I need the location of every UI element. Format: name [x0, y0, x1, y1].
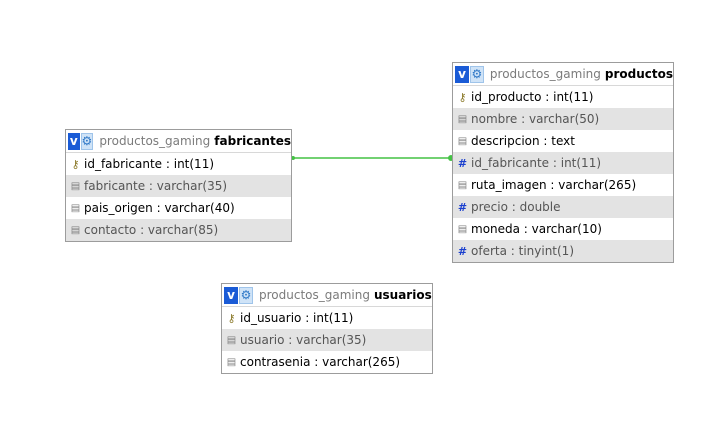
column-label: precio : double: [471, 200, 561, 214]
table-name: usuarios: [373, 288, 432, 302]
database-name: productos_gaming: [489, 67, 601, 81]
column-label: usuario : varchar(35): [240, 333, 367, 347]
column-row[interactable]: ▤ fabricante : varchar(35): [66, 175, 291, 197]
column-row[interactable]: ▤ contrasenia : varchar(265): [222, 351, 432, 373]
table-header[interactable]: v ⚙ productos_gaming fabricantes: [66, 130, 291, 153]
numeric-icon: #: [457, 244, 468, 258]
column-label: id_producto : int(11): [471, 90, 594, 104]
column-label: contacto : varchar(85): [84, 223, 219, 237]
column-row[interactable]: ▤ pais_origen : varchar(40): [66, 197, 291, 219]
column-row[interactable]: ▤ usuario : varchar(35): [222, 329, 432, 351]
table-name: productos: [604, 67, 673, 81]
toggle-v-icon[interactable]: v: [455, 65, 469, 83]
column-row[interactable]: ▤ descripcion : text: [453, 130, 673, 152]
column-label: pais_origen : varchar(40): [84, 201, 235, 215]
key-icon: ⚷: [227, 311, 236, 325]
column-icon: ▤: [457, 135, 468, 147]
gear-icon[interactable]: ⚙: [80, 132, 94, 150]
column-icon: ▤: [70, 224, 81, 236]
column-row[interactable]: ⚷ id_fabricante : int(11): [66, 153, 291, 175]
column-label: id_fabricante : int(11): [84, 157, 215, 171]
column-row[interactable]: ▤ nombre : varchar(50): [453, 108, 673, 130]
numeric-icon: #: [457, 200, 468, 214]
column-label: oferta : tinyint(1): [471, 244, 575, 258]
column-row[interactable]: ▤ moneda : varchar(10): [453, 218, 673, 240]
column-label: ruta_imagen : varchar(265): [471, 178, 637, 192]
column-icon: ▤: [457, 179, 468, 191]
table-fabricantes[interactable]: v ⚙ productos_gaming fabricantes ⚷ id_fa…: [65, 129, 292, 242]
key-icon: ⚷: [458, 90, 467, 104]
column-label: nombre : varchar(50): [471, 112, 600, 126]
column-label: descripcion : text: [471, 134, 575, 148]
gear-icon[interactable]: ⚙: [239, 286, 253, 304]
database-name: productos_gaming: [99, 134, 211, 148]
gear-icon[interactable]: ⚙: [469, 65, 484, 83]
column-row[interactable]: ▤ ruta_imagen : varchar(265): [453, 174, 673, 196]
column-icon: ▤: [226, 334, 237, 346]
column-icon: ▤: [457, 223, 468, 235]
table-header[interactable]: v ⚙ productos_gaming usuarios: [222, 284, 432, 307]
column-row[interactable]: # id_fabricante : int(11): [453, 152, 673, 174]
column-row[interactable]: # oferta : tinyint(1): [453, 240, 673, 262]
column-row[interactable]: ⚷ id_usuario : int(11): [222, 307, 432, 329]
column-row[interactable]: ▤ contacto : varchar(85): [66, 219, 291, 241]
column-label: id_fabricante : int(11): [471, 156, 602, 170]
column-label: id_usuario : int(11): [240, 311, 354, 325]
toggle-v-icon[interactable]: v: [68, 132, 80, 150]
column-row[interactable]: ⚷ id_producto : int(11): [453, 86, 673, 108]
table-usuarios[interactable]: v ⚙ productos_gaming usuarios ⚷ id_usuar…: [221, 283, 433, 374]
column-icon: ▤: [226, 356, 237, 368]
column-label: moneda : varchar(10): [471, 222, 602, 236]
table-productos[interactable]: v ⚙ productos_gaming productos ⚷ id_prod…: [452, 62, 674, 263]
column-label: contrasenia : varchar(265): [240, 355, 401, 369]
database-name: productos_gaming: [259, 288, 370, 302]
toggle-v-icon[interactable]: v: [224, 286, 238, 304]
column-icon: ▤: [70, 180, 81, 192]
relation-endpoint-fabricantes: [291, 156, 295, 160]
column-row[interactable]: # precio : double: [453, 196, 673, 218]
table-name: fabricantes: [214, 134, 291, 148]
numeric-icon: #: [457, 156, 468, 170]
column-label: fabricante : varchar(35): [84, 179, 228, 193]
column-icon: ▤: [70, 202, 81, 214]
table-header[interactable]: v ⚙ productos_gaming productos: [453, 63, 673, 86]
key-icon: ⚷: [71, 157, 80, 171]
column-icon: ▤: [457, 113, 468, 125]
